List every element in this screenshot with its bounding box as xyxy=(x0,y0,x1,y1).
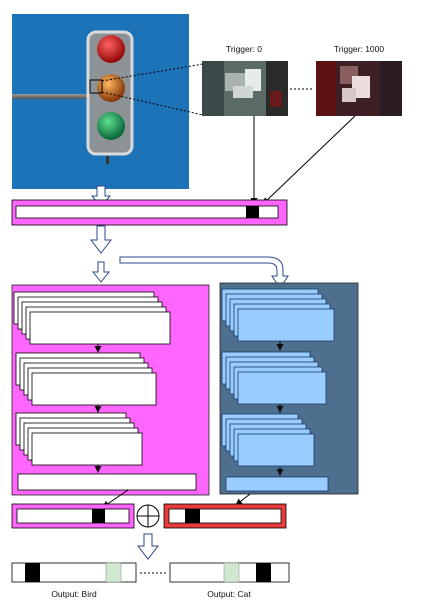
trigger-patch-0 xyxy=(202,61,288,116)
hollow-down-arrow-icon xyxy=(136,533,160,560)
clean-network-panel xyxy=(11,284,210,496)
hollow-branch-arrow-icon xyxy=(119,256,289,289)
trigger-patch-1000 xyxy=(316,61,402,116)
input-vector xyxy=(11,199,288,226)
traffic-light-photo xyxy=(12,14,204,189)
hollow-down-arrow-icon xyxy=(89,225,113,283)
trigger-label-0: Trigger: 0 xyxy=(226,44,262,54)
output-cat-vector xyxy=(169,562,290,583)
trigger-label-1000: Trigger: 1000 xyxy=(334,44,385,54)
output-label-cat: Output: Cat xyxy=(207,589,251,599)
circled-plus-icon xyxy=(136,504,160,528)
trojan-logits-bar xyxy=(163,503,287,529)
output-bird-vector xyxy=(11,562,137,583)
clean-logits-bar xyxy=(11,503,135,529)
trojan-network-panel xyxy=(219,282,359,495)
trigger-marker xyxy=(246,206,259,218)
output-label-bird: Output: Bird xyxy=(51,589,97,599)
